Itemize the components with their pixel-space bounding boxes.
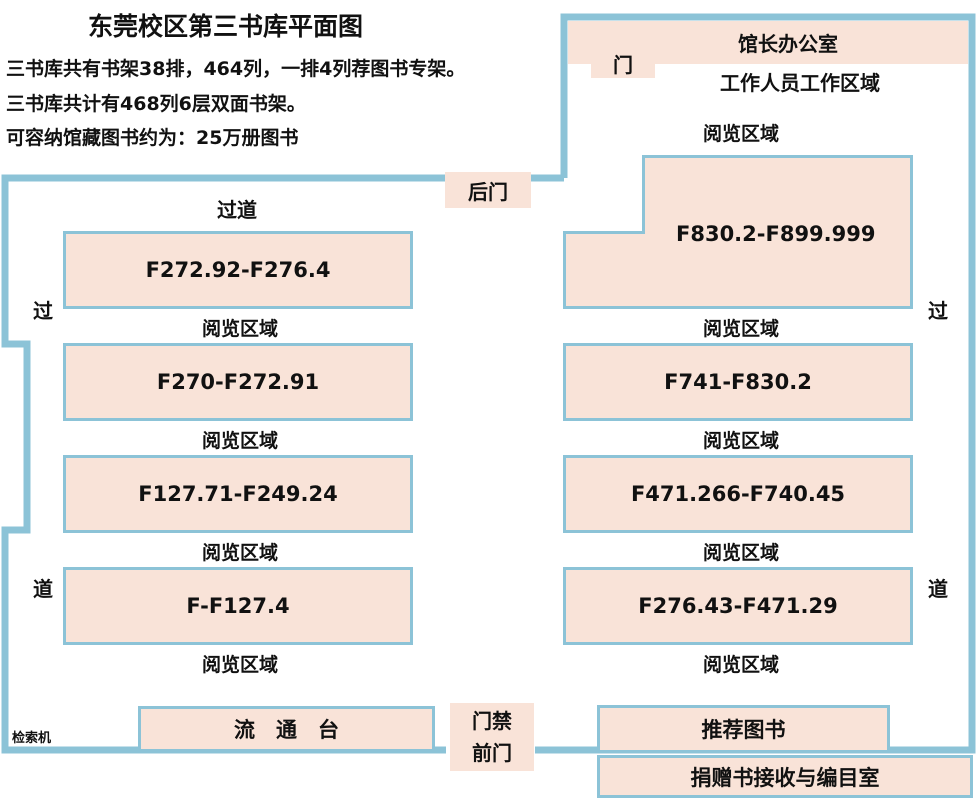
reading-area-label: 阅览区域	[702, 123, 779, 145]
front-door: 门禁 前门	[450, 703, 534, 771]
shelf-left-1: F272.92-F276.4	[63, 231, 413, 309]
shelf-right-1-outline	[563, 155, 913, 309]
front-door-label-2: 前门	[472, 741, 512, 765]
circulation-desk: 流 通 台	[138, 706, 435, 752]
staff-area-label: 工作人员工作区域	[720, 71, 880, 95]
shelf-right-3: F471.266-F740.45	[563, 455, 913, 533]
shelf-right-1-shape	[563, 155, 913, 309]
front-door-label-1: 门禁	[472, 709, 512, 733]
page-title: 东莞校区第三书库平面图	[88, 12, 364, 41]
shelf-right-4: F276.43-F471.29	[563, 567, 913, 645]
shelf-left-3-range: F127.71-F249.24	[138, 482, 338, 506]
shelf-right-1-range: F830.2-F899.999	[676, 222, 876, 246]
catalog-machine-label: 检索机	[12, 731, 52, 746]
circulation-desk-label: 流 通 台	[234, 718, 339, 742]
corridor-left-bottom: 道	[33, 577, 53, 601]
shelf-left-1-range: F272.92-F276.4	[145, 258, 331, 282]
outer-wall-left	[1, 174, 446, 754]
office-door-label: 门	[613, 52, 633, 77]
shelf-left-2: F270-F272.91	[63, 343, 413, 421]
shelf-left-4: F-F127.4	[63, 567, 413, 645]
reading-area-label: 阅览区域	[201, 318, 278, 340]
shelf-right-2-range: F741-F830.2	[664, 370, 812, 394]
office-door: 门	[591, 48, 655, 78]
corridor-left-top: 过	[33, 299, 53, 323]
reading-area-label: 阅览区域	[702, 542, 779, 564]
info-line-3: 可容纳馆藏图书约为：25万册图书	[6, 127, 299, 149]
reading-area-label: 阅览区域	[702, 318, 779, 340]
info-line-1: 三书库共有书架38排，464列，一排4列荐图书专架。	[6, 58, 466, 80]
reading-area-label: 阅览区域	[702, 654, 779, 676]
reading-area-label: 阅览区域	[201, 654, 278, 676]
director-office-label: 馆长办公室	[738, 32, 838, 56]
shelf-right-4-range: F276.43-F471.29	[638, 594, 838, 618]
recommended-books-label: 推荐图书	[701, 718, 786, 742]
shelf-right-2: F741-F830.2	[563, 343, 913, 421]
shelf-left-3: F127.71-F249.24	[63, 455, 413, 533]
back-door-label: 后门	[468, 179, 508, 204]
shelf-left-2-range: F270-F272.91	[156, 370, 320, 394]
back-door: 后门	[445, 172, 531, 208]
reading-area-label: 阅览区域	[702, 430, 779, 452]
shelf-left-4-range: F-F127.4	[186, 594, 290, 618]
donation-cataloging-room-label: 捐赠书接收与编目室	[690, 765, 880, 790]
reading-area-label: 阅览区域	[201, 430, 278, 452]
recommended-books: 推荐图书	[597, 705, 890, 753]
donation-cataloging-room: 捐赠书接收与编目室	[597, 755, 973, 798]
reading-area-label: 阅览区域	[201, 542, 278, 564]
corridor-right-bottom: 道	[928, 577, 948, 601]
info-line-2: 三书库共计有468列6层双面书架。	[6, 93, 306, 115]
corridor-right-top: 过	[928, 299, 948, 323]
corridor-top-label: 过道	[217, 198, 257, 222]
shelf-right-3-range: F471.266-F740.45	[630, 482, 846, 506]
